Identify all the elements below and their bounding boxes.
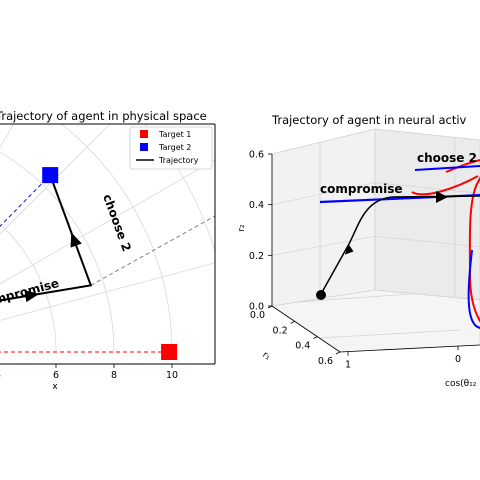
cos-axis-line xyxy=(339,344,480,353)
r1-axis-line xyxy=(271,305,341,353)
left-panel: Trajectory of agent in physical space co… xyxy=(0,109,216,392)
left-x-tick-label: 10 xyxy=(166,370,178,381)
right-panel: Trajectory of agent in neural activ 0.00… xyxy=(237,113,480,389)
red-branch-curve xyxy=(445,159,480,323)
r2-tick-label: 0.0 xyxy=(249,302,264,313)
legend-box xyxy=(129,126,213,170)
r1-axis-label: r₁ xyxy=(260,350,272,363)
polar-grid-ray xyxy=(0,159,215,285)
target-1-marker xyxy=(161,344,178,360)
polar-grid-ray xyxy=(0,124,111,235)
trajectory-line xyxy=(0,174,93,302)
r1-tick-label: 0.4 xyxy=(295,341,310,352)
right-choose-2-label: choose 2 xyxy=(417,151,477,165)
r1-tick-mark xyxy=(290,320,295,324)
r1-tick-label: 0.2 xyxy=(273,325,288,336)
left-x-tick-label: 4 xyxy=(0,370,1,381)
legend-trajectory-label: Trajectory xyxy=(158,156,199,165)
grid-line xyxy=(271,235,480,256)
left-x-tick-label: 6 xyxy=(53,370,59,381)
r1-tick-mark xyxy=(335,351,341,355)
left-title: Trajectory of agent in physical space xyxy=(0,109,207,123)
trajectory-arrow-1 xyxy=(24,290,40,303)
legend-target-1-label: Target 1 xyxy=(158,130,191,139)
target-2-marker xyxy=(42,167,59,184)
neural-trajectory-curve xyxy=(320,195,480,295)
polar-grid xyxy=(0,124,215,353)
blue-branch-curve xyxy=(467,249,480,329)
back-left-pane xyxy=(271,128,376,307)
grid-line xyxy=(271,289,480,307)
left-compromise-label: compromise xyxy=(0,276,60,311)
r2-tick-label: 0.2 xyxy=(249,251,264,262)
r2-ticks: 0.0 0.2 0.4 0.6 xyxy=(249,150,272,313)
polar-grid-ray xyxy=(0,262,215,321)
legend-target-2-swatch xyxy=(140,143,148,151)
cos-axis-label: cos(θ₁₂ xyxy=(445,379,477,389)
r1-tick-mark xyxy=(313,336,318,340)
red-connector-curve xyxy=(411,175,479,196)
left-x-label: x xyxy=(52,382,58,392)
legend-target-1-swatch xyxy=(140,130,148,138)
grid-line xyxy=(297,293,411,303)
legend: Target 1 Target 2 Trajectory xyxy=(129,126,213,170)
grid-line xyxy=(319,329,461,339)
bisector-dashed-line xyxy=(90,215,215,286)
r2-tick-label: 0.4 xyxy=(249,200,264,211)
3d-gridlines xyxy=(271,128,480,339)
neural-arrow-2 xyxy=(436,191,448,203)
polar-grid-arc xyxy=(0,223,57,353)
right-title: Trajectory of agent in neural activ xyxy=(271,113,467,127)
polar-grid-arc xyxy=(144,124,215,253)
cos-tick-label: 0 xyxy=(455,354,461,365)
grid-line xyxy=(271,128,480,155)
left-x-ticks: 4 6 8 10 xyxy=(0,364,178,381)
r2-tick-label: 0.6 xyxy=(249,150,264,161)
left-x-tick-label: 8 xyxy=(111,370,117,381)
r1-tick-label: 0.6 xyxy=(318,356,333,367)
neural-arrow-1 xyxy=(344,244,354,255)
trajectory-arrow-2 xyxy=(70,232,82,248)
cos-tick-label: 1 xyxy=(345,360,351,371)
r1-tick-mark xyxy=(267,305,273,309)
blue-choose-2-segment xyxy=(414,165,480,171)
r2-axis-label: r₂ xyxy=(237,224,247,232)
start-point xyxy=(316,290,326,300)
r1-ticks: 0.0 0.2 0.4 0.6 xyxy=(250,305,341,367)
polar-grid-arc xyxy=(60,124,173,353)
legend-target-2-label: Target 2 xyxy=(158,143,191,152)
right-compromise-label: compromise xyxy=(320,182,403,196)
polar-grid-arc xyxy=(0,151,115,353)
r1-tick-label: 0.0 xyxy=(250,310,265,321)
